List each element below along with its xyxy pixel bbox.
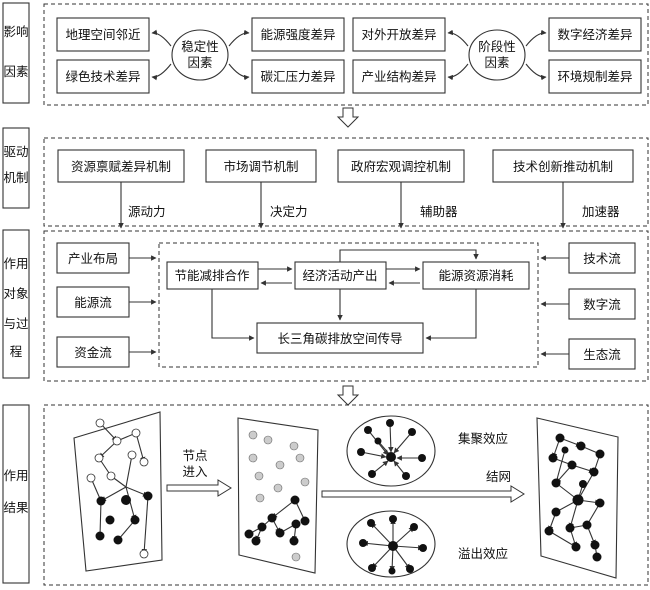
spillover-effect: 溢出效应 xyxy=(346,510,508,578)
svg-text:绿色技术差异: 绿色技术差异 xyxy=(65,69,140,84)
influence-right-group: 对外开放差异 产业结构差异 数字经济差异 环境规制差异 阶段性 因素 xyxy=(352,17,642,94)
result-panel-network xyxy=(536,417,619,579)
svg-text:地理空间邻近: 地理空间邻近 xyxy=(65,27,141,42)
network-arrow: 结网 xyxy=(321,469,525,503)
svg-text:产业结构差异: 产业结构差异 xyxy=(361,69,436,84)
svg-text:市场调节机制: 市场调节机制 xyxy=(223,159,298,174)
svg-text:驱动: 驱动 xyxy=(3,144,28,159)
svg-text:产业布局: 产业布局 xyxy=(68,251,118,266)
drive-container xyxy=(43,137,649,227)
influence-container xyxy=(43,3,649,106)
svg-text:技术创新推动机制: 技术创新推动机制 xyxy=(513,159,613,174)
influence-left-group: 地理空间邻近 绿色技术差异 能源强度差异 碳汇压力差异 稳定性 因素 xyxy=(56,17,345,94)
svg-text:资源禀赋差异机制: 资源禀赋差异机制 xyxy=(71,159,171,174)
svg-text:加速器: 加速器 xyxy=(582,204,620,219)
svg-text:阶段性: 阶段性 xyxy=(478,39,516,54)
svg-text:稳定性: 稳定性 xyxy=(181,39,219,54)
svg-text:技术流: 技术流 xyxy=(583,251,621,266)
svg-text:对象: 对象 xyxy=(3,286,28,301)
object-right-items: 技术流 数字流 生态流 xyxy=(540,242,636,370)
svg-text:决定力: 决定力 xyxy=(270,204,308,219)
result-panel-initial xyxy=(73,411,163,572)
section-label-drive: 驱动 机制 xyxy=(2,127,30,209)
svg-text:经济活动产出: 经济活动产出 xyxy=(302,268,377,283)
result-panel-entry xyxy=(237,417,319,574)
svg-text:生态流: 生态流 xyxy=(583,347,621,362)
svg-text:机制: 机制 xyxy=(3,170,28,185)
section-label-result: 作用 结果 xyxy=(2,404,30,584)
svg-text:作用: 作用 xyxy=(3,256,28,271)
svg-text:节能减排合作: 节能减排合作 xyxy=(174,268,250,283)
drive-force-arrows: 源动力 决定力 辅助器 加速器 xyxy=(118,182,620,229)
object-center-flow: 节能减排合作 经济活动产出 能源资源消耗 长三角碳排放空间传导 xyxy=(166,249,530,354)
svg-text:作用: 作用 xyxy=(3,468,28,483)
svg-text:辅助器: 辅助器 xyxy=(420,204,458,219)
svg-text:能源强度差异: 能源强度差异 xyxy=(260,27,335,42)
svg-text:节点: 节点 xyxy=(182,448,207,463)
svg-text:因素: 因素 xyxy=(484,55,509,70)
result-container xyxy=(43,404,649,586)
svg-text:溢出效应: 溢出效应 xyxy=(458,546,508,561)
svg-text:政府宏观调控机制: 政府宏观调控机制 xyxy=(351,159,451,174)
svg-text:能源流: 能源流 xyxy=(74,295,112,310)
svg-text:源动力: 源动力 xyxy=(128,204,166,219)
svg-text:长三角碳排放空间传导: 长三角碳排放空间传导 xyxy=(277,331,402,346)
svg-text:数字经济差异: 数字经济差异 xyxy=(557,27,632,42)
svg-text:结果: 结果 xyxy=(3,500,29,515)
object-container xyxy=(43,230,649,382)
svg-text:碳汇压力差异: 碳汇压力差异 xyxy=(260,69,335,84)
svg-text:因素: 因素 xyxy=(187,55,212,70)
cluster-effect: 集聚效应 xyxy=(346,415,508,487)
svg-text:集聚效应: 集聚效应 xyxy=(458,431,508,446)
svg-text:数字流: 数字流 xyxy=(583,297,621,312)
svg-text:资金流: 资金流 xyxy=(74,345,112,360)
svg-text:程: 程 xyxy=(10,344,23,359)
section-label-object: 作用 对象 与过 程 xyxy=(2,229,30,379)
svg-text:能源资源消耗: 能源资源消耗 xyxy=(438,268,514,283)
node-entry-arrow: 节点 进入 xyxy=(166,448,232,497)
object-inner-container xyxy=(158,242,539,368)
svg-text:进入: 进入 xyxy=(182,464,208,479)
drive-mechanisms: 资源禀赋差异机制 市场调节机制 政府宏观调控机制 技术创新推动机制 xyxy=(57,149,634,183)
svg-text:影响: 影响 xyxy=(3,24,28,39)
section-label-influence: 影响 因素 xyxy=(2,2,30,104)
svg-text:结网: 结网 xyxy=(486,469,511,484)
object-left-items: 产业布局 能源流 资金流 xyxy=(56,242,157,368)
down-arrow-1 xyxy=(336,107,360,128)
svg-text:环境规制差异: 环境规制差异 xyxy=(557,69,632,84)
svg-text:与过: 与过 xyxy=(3,316,29,331)
svg-text:因素: 因素 xyxy=(3,64,28,79)
svg-text:对外开放差异: 对外开放差异 xyxy=(361,27,436,42)
down-arrow-2 xyxy=(336,385,360,406)
